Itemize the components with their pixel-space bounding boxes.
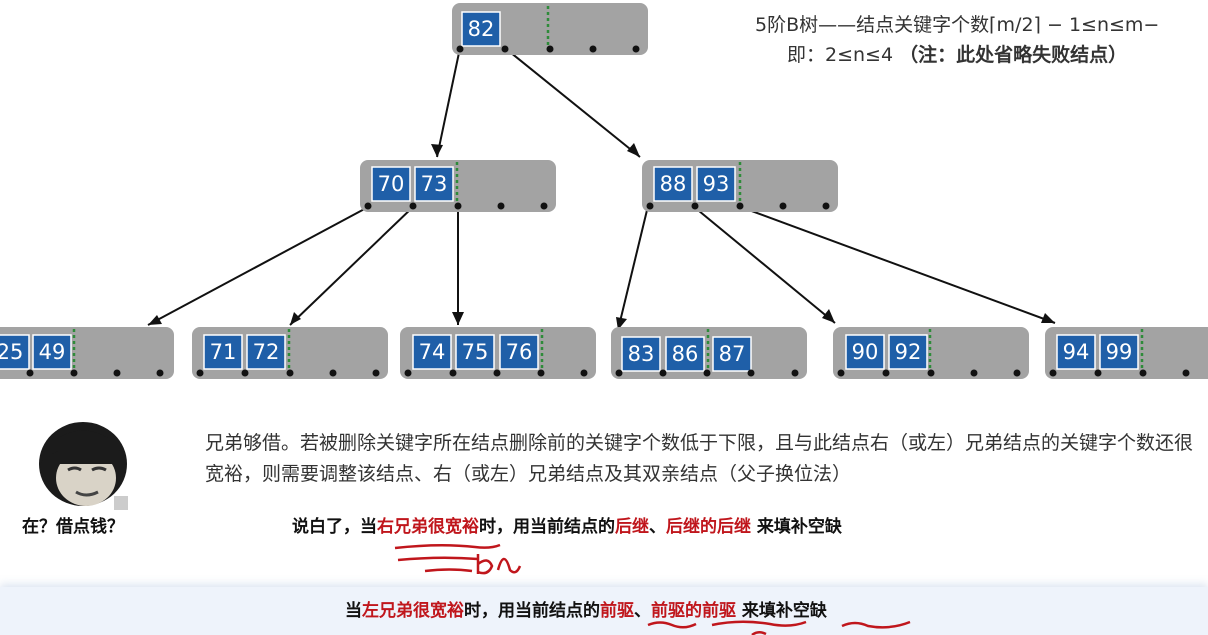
key-label: 74 [419,340,446,364]
key-label: 25 [0,340,23,364]
key-label: 87 [719,342,746,366]
key-box [0,334,30,370]
node-mid-left: 70 73 [360,160,556,212]
key-box [712,336,752,372]
highlight-right-sibling-rich: 右兄弟很宽裕 [377,517,479,537]
key-box [203,334,243,370]
node-leaf-2: 71 72 [192,327,388,379]
key-box [455,334,495,370]
text-segment: 来填补空缺 [751,517,842,537]
edge-midright-leaf6 [737,205,1056,324]
meme-face-image [39,422,128,510]
key-box [1099,334,1139,370]
node-leaf-6: 94 99 [1045,327,1208,379]
arrowhead [1041,313,1055,323]
key-box [845,334,885,370]
text-segment: 、 [634,601,651,621]
tree-arrowheads [148,143,1055,330]
key-box [621,336,661,372]
key-label: 49 [39,340,66,364]
edge-midright-leaf4 [617,205,649,331]
arrowhead [452,312,464,325]
key-box [246,334,286,370]
node-leaf-4: 83 86 87 [611,327,807,379]
meme-caption: 在？借点钱？ [22,517,124,537]
arrowhead [627,143,640,157]
key-box [653,166,693,202]
node-root: 82 [452,3,648,55]
key-label: 70 [378,172,405,196]
key-box [665,336,705,372]
text-segment: 时，用当前结点的 [479,517,615,537]
edge-midright-leaf5 [692,205,836,324]
key-label: 90 [852,340,879,364]
key-box [499,334,539,370]
highlight-successor-of-successor: 后继的后继 [666,517,751,537]
key-label: 82 [468,17,495,41]
text-segment: 时，用当前结点的 [464,601,600,621]
key-box [371,166,411,202]
highlight-predecessor-of-predecessor: 前驱的前驱 [651,601,736,621]
node-mid-right: 88 93 [642,160,838,212]
edge-root-midleft [436,47,461,158]
tree-edges [147,47,1056,331]
key-label: 72 [253,340,280,364]
key-label: 93 [703,172,730,196]
edge-root-midright [504,47,641,158]
key-label: 86 [672,342,699,366]
highlight-left-sibling-rich: 左兄弟很宽裕 [362,601,464,621]
key-label: 88 [660,172,687,196]
text-segment: 、 [649,517,666,537]
edge-midleft-leaf2 [289,205,415,326]
text-segment: 当 [345,601,362,621]
key-box [412,334,452,370]
heading-line-1: 5阶B树——结点关键字个数⌈m/2⌉ − 1≤n≤m− [755,14,1160,36]
key-box [888,334,928,370]
heading-note: （注：此处省略失败结点） [899,44,1128,66]
key-label: 71 [210,340,237,364]
arrowhead [290,312,301,325]
heading-line-2: 即：2≤n≤4 （注：此处省略失败结点） [755,40,1208,70]
bottom-subtitle-bar [0,587,1208,635]
underline-scribble [424,568,473,573]
arrowhead [616,317,627,330]
key-box [414,166,454,202]
heading: 5阶B树——结点关键字个数⌈m/2⌉ − 1≤n≤m− 即：2≤n≤4 （注：此… [755,10,1208,70]
key-label: 94 [1063,340,1090,364]
text-segment: 说白了，当 [292,517,377,537]
description-text: 兄弟够借。若被删除关键字所在结点删除前的关键字个数低于下限，且与此结点右（或左）… [205,432,1194,485]
highlight-successor: 后继 [615,517,649,537]
underline-scribble [394,543,501,550]
heading-range: 即：2≤n≤4 [787,44,894,66]
key-box [461,11,501,47]
arrowhead [822,309,835,323]
text-segment: 来填补空缺 [736,601,827,621]
key-label: 92 [895,340,922,364]
node-leaf-1: 25 49 [0,327,174,379]
arrowhead [148,315,162,325]
key-box [32,334,72,370]
explanation-line-right-sibling: 说白了，当右兄弟很宽裕时，用当前结点的后继、后继的后继 来填补空缺 [292,512,842,537]
node-leaf-5: 90 92 [833,327,1029,379]
underline-scribble [397,556,479,562]
explanation-line-left-sibling: 当左兄弟很宽裕时，用当前结点的前驱、前驱的前驱 来填补空缺 [345,596,827,621]
key-label: 99 [1106,340,1133,364]
key-label: 83 [628,342,655,366]
b-tree-diagram: 82 70 73 88 93 25 49 [0,3,1208,379]
handwritten-mark [476,554,522,575]
edge-midleft-leaf1 [147,205,371,326]
key-box [1056,334,1096,370]
key-label: 73 [421,172,448,196]
key-box [696,166,736,202]
key-label: 76 [506,340,533,364]
highlight-predecessor: 前驱 [600,601,634,621]
key-label: 75 [462,340,489,364]
node-leaf-3: 74 75 76 [400,327,596,379]
arrowhead [431,144,443,157]
